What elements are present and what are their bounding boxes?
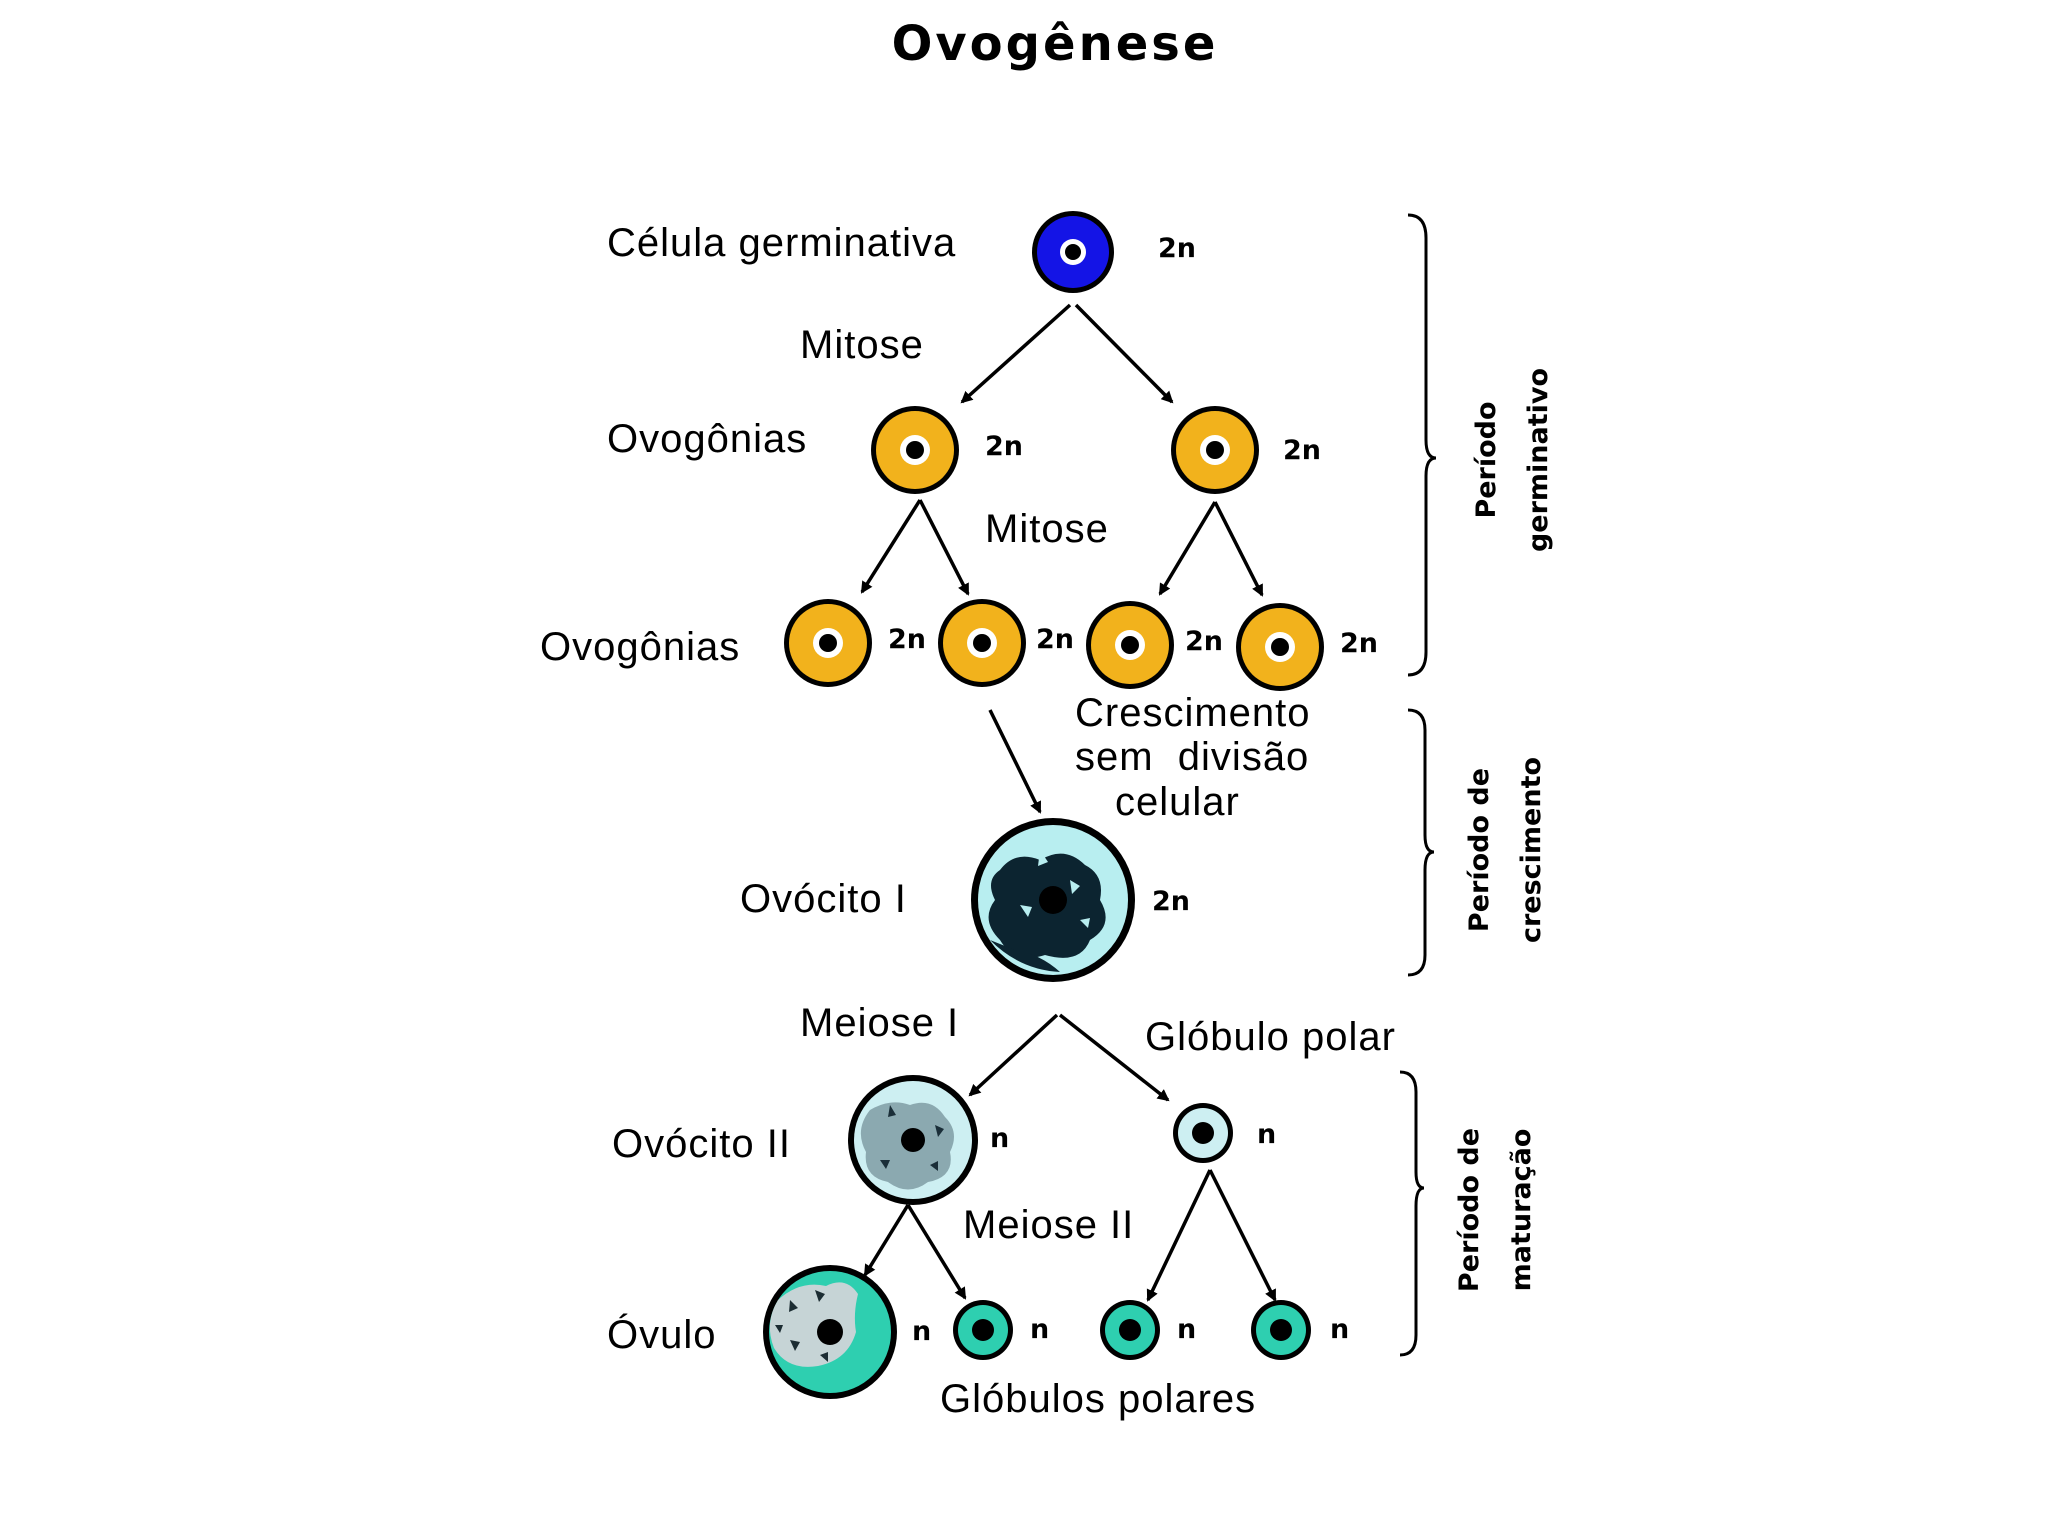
label-celula-germinativa: Célula germinativa xyxy=(607,221,956,265)
svg-text:Período: Período xyxy=(1471,401,1502,518)
arrow-meiose2 xyxy=(1146,1169,1212,1302)
label-mitose-1: Mitose xyxy=(800,323,924,367)
arrow-meiose1-right xyxy=(1058,1013,1170,1102)
ploidy-oogonia: 2n xyxy=(985,431,1023,462)
period-label-germinativo: Período germinativo xyxy=(1471,368,1554,552)
label-mitose-2: Mitose xyxy=(985,507,1109,551)
polar-body xyxy=(1251,1300,1311,1360)
arrow-meiose2 xyxy=(1208,1169,1277,1302)
ploidy-oogonia: 2n xyxy=(1185,626,1223,657)
ploidy-primary-oocyte: 2n xyxy=(1152,886,1190,917)
period-label-crescimento: Período de crescimento xyxy=(1464,757,1547,943)
arrow-mitose2 xyxy=(1158,501,1217,596)
label-ovogonias-2: Ovogônias xyxy=(540,625,740,669)
arrow-mitose2 xyxy=(860,499,922,594)
label-globulos-polares: Glóbulos polares xyxy=(940,1377,1256,1421)
ploidy-oogonia: 2n xyxy=(888,624,926,655)
ploidy-polar-body: n xyxy=(1330,1314,1349,1345)
diagram-title: Ovogênese xyxy=(892,16,1219,72)
svg-text:maturação: maturação xyxy=(1506,1129,1537,1292)
ploidy-germ-cell: 2n xyxy=(1158,233,1196,264)
ploidy-oogonia: 2n xyxy=(1340,628,1378,659)
arrow-mitose1-right xyxy=(1074,303,1174,404)
polar-body xyxy=(953,1300,1013,1360)
label-ovocito-1: Ovócito I xyxy=(740,877,907,921)
label-globulo-polar: Glóbulo polar xyxy=(1145,1015,1396,1059)
label-ovulo: Óvulo xyxy=(607,1312,717,1357)
oogonia-cell xyxy=(784,599,872,687)
arrow-mitose1-left xyxy=(960,303,1072,404)
oogonia-cell xyxy=(871,406,959,494)
label-ovogonias-1: Ovogônias xyxy=(607,417,807,461)
ploidy-polar-body: n xyxy=(1257,1119,1276,1150)
ploidy-oogonia: 2n xyxy=(1036,624,1074,655)
svg-text:Período de: Período de xyxy=(1464,768,1495,932)
ovum xyxy=(763,1265,897,1399)
ploidy-secondary-oocyte: n xyxy=(990,1123,1009,1154)
oogonia-cell xyxy=(1236,603,1324,691)
arrow-meiose2 xyxy=(863,1204,910,1277)
oogonia-cell xyxy=(938,599,1026,687)
oogonia-cell xyxy=(1086,601,1174,689)
ploidy-polar-body: n xyxy=(1030,1314,1049,1345)
brace-periodo-germinativo xyxy=(1407,213,1437,677)
arrow-meiose1-left xyxy=(968,1013,1059,1097)
svg-text:crescimento: crescimento xyxy=(1516,757,1547,943)
oogonia-cell xyxy=(1171,406,1259,494)
germ-cell xyxy=(1032,211,1114,293)
svg-text:germinativo: germinativo xyxy=(1523,368,1554,552)
ploidy-oogonia: 2n xyxy=(1283,435,1321,466)
arrow-mitose2 xyxy=(1213,501,1264,597)
brace-periodo-maturacao xyxy=(1399,1070,1425,1357)
arrow-mitose2 xyxy=(918,499,970,596)
period-label-maturacao: Período de maturação xyxy=(1454,1128,1537,1292)
label-meiose-1: Meiose I xyxy=(800,1001,959,1045)
primary-oocyte xyxy=(971,818,1135,982)
label-meiose-2: Meiose II xyxy=(963,1203,1134,1247)
svg-text:Período de: Período de xyxy=(1454,1128,1485,1292)
brace-periodo-crescimento xyxy=(1407,708,1435,977)
arrow-meiose2 xyxy=(906,1204,967,1300)
ploidy-polar-body: n xyxy=(1177,1314,1196,1345)
label-crescimento-1: Crescimento xyxy=(1075,691,1311,735)
label-ovocito-2: Ovócito II xyxy=(612,1122,791,1166)
polar-body xyxy=(1173,1103,1233,1163)
label-crescimento-3: celular xyxy=(1115,780,1240,824)
arrow-crescimento xyxy=(988,709,1042,814)
secondary-oocyte xyxy=(848,1075,978,1205)
polar-body xyxy=(1100,1300,1160,1360)
label-crescimento-2: sem divisão xyxy=(1075,735,1309,779)
ploidy-ovum: n xyxy=(912,1316,931,1347)
